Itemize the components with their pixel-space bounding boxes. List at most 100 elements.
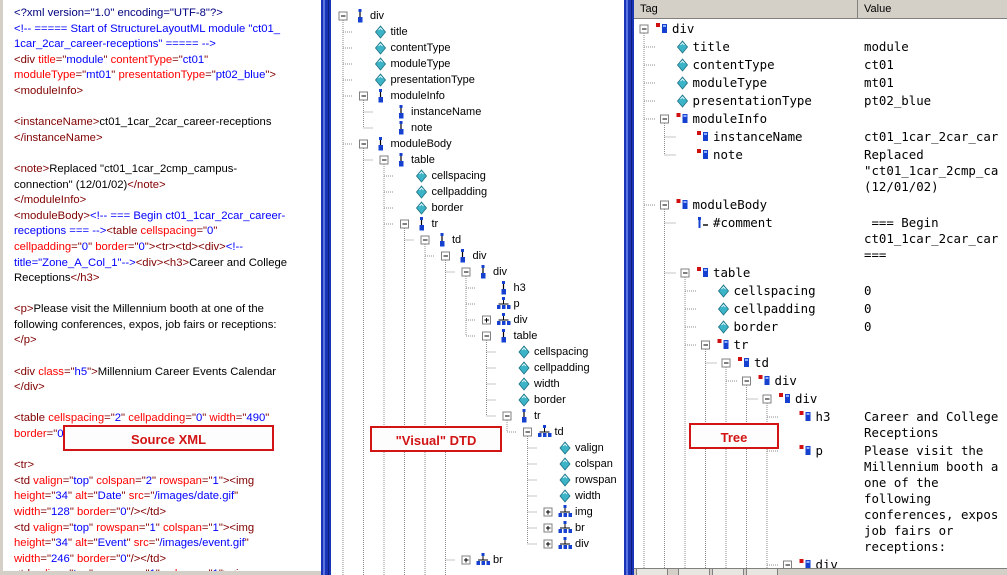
bottom-tab[interactable] xyxy=(636,569,668,575)
bottom-tab[interactable] xyxy=(678,569,710,575)
dtd-node-label[interactable]: tr xyxy=(431,218,439,230)
source-token: " xyxy=(155,521,163,534)
dtd-node-label[interactable]: div xyxy=(513,314,528,326)
source-token: <?xml version="1.0" encoding="UTF-8"?> xyxy=(14,7,223,19)
dtd-node-label[interactable]: img xyxy=(575,506,593,518)
source-token: 34 xyxy=(55,490,68,503)
pane-splitter-left[interactable] xyxy=(321,0,331,575)
dtd-node-label[interactable]: div xyxy=(575,538,590,550)
dtd-node-label[interactable]: table xyxy=(513,330,538,342)
tree-tag-label[interactable]: moduleType xyxy=(692,75,768,90)
source-token: <moduleBody> xyxy=(14,209,90,222)
source-token: valign xyxy=(33,474,63,487)
tree-tag-label[interactable]: h3 xyxy=(815,409,831,424)
source-token: <div xyxy=(14,53,39,66)
bottom-tab[interactable] xyxy=(712,569,744,575)
tree-tag-label[interactable]: div xyxy=(774,373,797,388)
collapse-icon xyxy=(482,331,491,341)
dtd-node-label[interactable]: div xyxy=(370,10,385,22)
source-token: 1 xyxy=(212,474,219,487)
source-token: pt02_blue xyxy=(215,69,266,82)
tree-tag-label[interactable]: moduleInfo xyxy=(692,111,768,126)
source-token: </div> xyxy=(14,381,45,394)
source-token: =" xyxy=(87,537,98,550)
dtd-node-label[interactable]: width xyxy=(575,490,601,502)
tree-tag-label[interactable]: p xyxy=(815,443,823,458)
tree-value-text: ct01 xyxy=(864,57,894,72)
dtd-node-label[interactable]: p xyxy=(513,298,520,310)
dtd-node-label[interactable]: moduleBody xyxy=(390,138,452,150)
source-token: =" xyxy=(201,474,213,487)
dtd-node-label[interactable]: moduleInfo xyxy=(390,90,445,102)
dtd-node-label[interactable]: td xyxy=(554,426,564,438)
dtd-node-label[interactable]: title xyxy=(390,26,408,38)
value-column-header[interactable]: Value xyxy=(864,3,892,15)
tree-value-text: Replaced xyxy=(864,147,924,162)
source-token: "/></td> xyxy=(126,552,167,565)
tree-tag-label[interactable]: cellpadding xyxy=(733,301,816,316)
source-xml-pane[interactable]: <?xml version="1.0" encoding="UTF-8"?><!… xyxy=(0,0,321,575)
dtd-node-label[interactable]: colspan xyxy=(575,458,613,470)
dtd-node-label[interactable]: rowspan xyxy=(575,474,617,486)
collapse-icon xyxy=(379,155,389,165)
dtd-node-label[interactable]: valign xyxy=(575,442,604,454)
source-token: presentationType xyxy=(118,69,206,82)
visual-dtd-pane[interactable]: div title contentType moduleType presentatio… xyxy=(331,0,624,575)
tree-tag-label[interactable]: title xyxy=(692,39,730,54)
dtd-node-label[interactable]: border xyxy=(431,202,464,214)
dtd-node-label[interactable]: tr xyxy=(534,410,541,422)
tree-tag-label[interactable]: #comment xyxy=(713,215,773,230)
dtd-node-label[interactable]: br xyxy=(493,554,503,566)
source-xml-text[interactable]: <?xml version="1.0" encoding="UTF-8"?><!… xyxy=(14,6,314,575)
dtd-node-label[interactable]: border xyxy=(534,394,566,406)
source-token: 490 xyxy=(246,412,266,425)
dtd-node-label[interactable]: h3 xyxy=(513,282,526,294)
tag-column-header[interactable]: Tag xyxy=(634,0,858,18)
tree-tag-label[interactable]: moduleBody xyxy=(692,197,768,212)
dtd-node-label[interactable]: div xyxy=(493,266,508,278)
dtd-node-label[interactable]: instanceName xyxy=(411,106,482,118)
tree-tag-label[interactable]: note xyxy=(713,147,743,162)
dtd-node-label[interactable]: div xyxy=(472,250,487,262)
dtd-node-label[interactable]: cellpadding xyxy=(534,362,590,374)
dtd-node-label[interactable]: cellspacing xyxy=(431,170,486,182)
tree-tag-label[interactable]: presentationType xyxy=(692,93,812,108)
tree-value-text: ct01_1car_2car_car xyxy=(864,129,999,144)
dtd-node-label[interactable]: presentationType xyxy=(390,74,475,86)
tree-tag-label[interactable]: cellspacing xyxy=(733,283,816,298)
dtd-node-label[interactable]: width xyxy=(534,378,560,390)
dtd-node-label[interactable]: note xyxy=(411,122,433,134)
tree-tag-label[interactable]: contentType xyxy=(692,57,775,72)
source-token: " xyxy=(244,537,249,550)
source-token: =" xyxy=(46,428,58,441)
tree-tag-label[interactable]: div xyxy=(672,21,695,36)
source-line: </moduleInfo> xyxy=(14,193,314,209)
dtd-node-label[interactable]: moduleType xyxy=(390,58,451,70)
tree-value-text: "ct01_1car_2cmp_ca xyxy=(864,163,999,178)
tree-tag-label[interactable]: td xyxy=(754,355,769,370)
attribute-icon xyxy=(374,25,387,39)
source-line: title="Zone_A_Col_1"--><div><h3>Career a… xyxy=(14,256,314,272)
element-icon xyxy=(558,537,572,549)
dtd-node-label[interactable]: table xyxy=(411,154,435,166)
dtd-node-label[interactable]: cellpadding xyxy=(431,186,488,198)
source-token: Receptions xyxy=(14,272,71,285)
dtd-node-label[interactable]: br xyxy=(575,522,585,534)
dtd-node-label[interactable]: cellspacing xyxy=(534,346,589,358)
source-token: <td xyxy=(14,521,34,534)
element-icon xyxy=(656,23,667,33)
pane-splitter-right[interactable] xyxy=(624,0,634,575)
dtd-node-label[interactable]: contentType xyxy=(390,42,451,54)
source-token: ct01_1car_2car_career-receptions xyxy=(99,116,272,129)
tree-tag-label[interactable]: tr xyxy=(733,337,749,352)
bottom-tab[interactable] xyxy=(746,569,778,575)
tree-tag-label[interactable]: table xyxy=(713,265,751,280)
tree-tag-label[interactable]: border xyxy=(733,319,779,334)
tree-value-text: 0 xyxy=(864,301,872,316)
element-icon xyxy=(799,445,811,455)
dtd-node-label[interactable]: td xyxy=(452,234,462,246)
tree-value-text: receptions: xyxy=(864,539,947,554)
tree-tag-label[interactable]: instanceName xyxy=(713,129,803,144)
tree-tag-label[interactable]: div xyxy=(795,391,818,406)
